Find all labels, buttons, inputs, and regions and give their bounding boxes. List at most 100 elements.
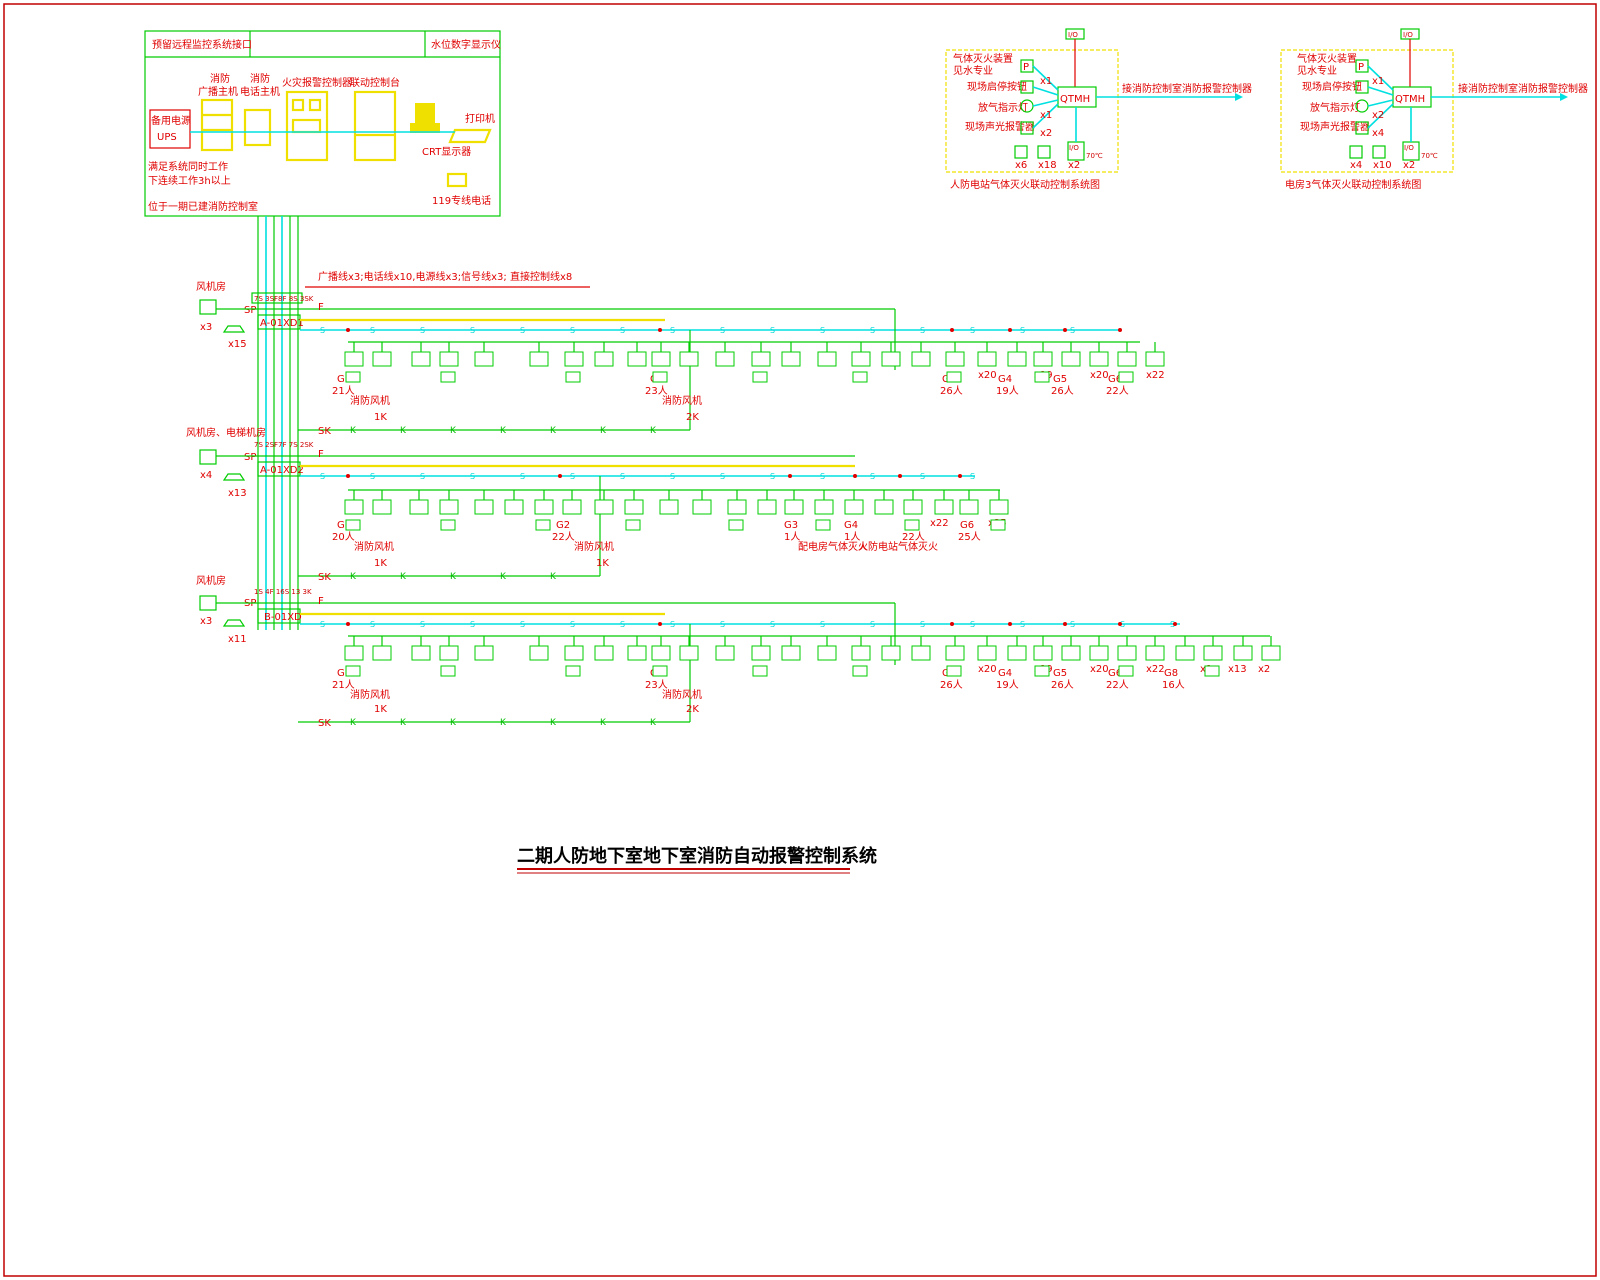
device-module bbox=[594, 645, 614, 661]
row2-sk-label: SK bbox=[318, 572, 331, 583]
device-module bbox=[1145, 351, 1165, 367]
sub-device bbox=[440, 665, 456, 677]
junction-dot bbox=[1008, 622, 1012, 626]
device-module bbox=[624, 499, 644, 515]
panel-a01xd1 bbox=[257, 314, 301, 330]
device-module bbox=[372, 351, 392, 367]
row2-g3-area: 1人 bbox=[784, 531, 800, 543]
device-module bbox=[1033, 645, 1053, 661]
row2-g6: G6 bbox=[960, 520, 974, 531]
water-level-label: 水位数字显示仪 bbox=[431, 38, 501, 51]
row1-g5-area: 26人 bbox=[1051, 385, 1074, 397]
gas-system-1: I/O QTMH 接消防控制室消防报警控制器 气体灭火装置 见水专业 现场启停按… bbox=[945, 28, 1252, 191]
row1-f-label: F bbox=[318, 302, 324, 313]
row3-1k: 1K bbox=[374, 704, 387, 715]
device-module bbox=[715, 645, 735, 661]
row2-bus-tag: 7S 2SF7F 7S 2SK bbox=[254, 441, 314, 449]
gas2-io-top: I/O bbox=[1403, 31, 1413, 39]
row2-label-2: 人防电站气体灭火 bbox=[858, 540, 938, 553]
ups-label-2: UPS bbox=[157, 132, 177, 143]
s-marker: S bbox=[670, 326, 675, 335]
junction-dot bbox=[346, 474, 350, 478]
gas2-item4: 现场声光报警器 bbox=[1300, 120, 1370, 133]
sub-device bbox=[752, 371, 768, 383]
s-marker: S bbox=[620, 326, 625, 335]
gas1-item1: 气体灭火装置 bbox=[953, 52, 1013, 65]
gas-system-2: I/O QTMH 接消防控制室消防报警控制器 气体灭火装置 见水专业 现场启停按… bbox=[1280, 28, 1588, 191]
gas2-p: P bbox=[1358, 62, 1364, 73]
k-marker: K bbox=[450, 718, 457, 728]
k-marker: K bbox=[500, 426, 507, 436]
broadcast-label-1: 消防 bbox=[210, 72, 230, 85]
gas1-count-1: x1 bbox=[1040, 76, 1052, 87]
row3-fan-1: 消防风机 bbox=[350, 688, 390, 701]
row3-speaker-icon bbox=[222, 619, 246, 627]
fire-alarm-controller-label: 火灾报警控制器 bbox=[282, 76, 352, 89]
gas1-item4: 现场声光报警器 bbox=[965, 120, 1035, 133]
sub-device bbox=[852, 371, 868, 383]
panel-a01xd2 bbox=[257, 461, 301, 477]
row3-tail-1: x20 bbox=[978, 664, 997, 675]
device-module bbox=[439, 351, 459, 367]
k-marker: K bbox=[400, 572, 407, 582]
k-marker: K bbox=[450, 572, 457, 582]
gas2-arrow bbox=[1560, 93, 1568, 101]
k-marker: K bbox=[550, 426, 557, 436]
gas1-item3: 放气指示灯 bbox=[978, 101, 1028, 114]
sub-device bbox=[345, 371, 361, 383]
sub-device bbox=[852, 665, 868, 677]
sub-device bbox=[565, 665, 581, 677]
row3-tail-7: x2 bbox=[1258, 664, 1270, 675]
gas2-item1: 气体灭火装置 bbox=[1297, 52, 1357, 65]
sub-device bbox=[345, 665, 361, 677]
row3-phone-count: x3 bbox=[200, 616, 212, 627]
crt-label: CRT显示器 bbox=[422, 146, 471, 158]
note-line-1: 满足系统同时工作 bbox=[148, 160, 228, 173]
k-marker: K bbox=[500, 572, 507, 582]
sub-device bbox=[625, 519, 641, 531]
junction-dot bbox=[558, 474, 562, 478]
device-module bbox=[989, 499, 1009, 515]
device-module bbox=[474, 499, 494, 515]
k-marker: K bbox=[400, 718, 407, 728]
sub-device bbox=[652, 665, 668, 677]
device-module bbox=[881, 645, 901, 661]
junction-dot bbox=[958, 474, 962, 478]
row3-speaker-count: x11 bbox=[228, 634, 247, 645]
junction-dot bbox=[1008, 328, 1012, 332]
device-module bbox=[564, 645, 584, 661]
row3-phone-icon bbox=[199, 595, 217, 611]
row1-g5: G5 bbox=[1053, 374, 1067, 385]
s-marker: S bbox=[370, 326, 375, 335]
row3-g6: G6 bbox=[1108, 668, 1122, 679]
device-module bbox=[959, 499, 979, 515]
device-module bbox=[1089, 351, 1109, 367]
sub-device bbox=[1034, 665, 1050, 677]
row2-g1-area: 20人 bbox=[332, 531, 355, 543]
k-marker: K bbox=[350, 718, 357, 728]
row3-g1: G1 bbox=[337, 668, 351, 679]
device-module bbox=[817, 645, 837, 661]
row2-speaker-icon bbox=[222, 473, 246, 481]
row2-g2: G2 bbox=[556, 520, 570, 531]
device-module bbox=[881, 351, 901, 367]
location-label: 位于一期已建消防控制室 bbox=[148, 200, 258, 213]
device-module bbox=[474, 645, 494, 661]
s-marker: S bbox=[770, 326, 775, 335]
junction-dot bbox=[950, 328, 954, 332]
gas2-temp: 70℃ bbox=[1421, 152, 1438, 160]
device-module bbox=[757, 499, 777, 515]
row2-1k-b: 1K bbox=[596, 558, 609, 569]
device-module bbox=[659, 499, 679, 515]
device-module bbox=[911, 351, 931, 367]
broadcast-host-icon bbox=[200, 98, 234, 152]
junction-dot bbox=[898, 474, 902, 478]
device-module bbox=[1117, 645, 1137, 661]
sub-device bbox=[904, 519, 920, 531]
sub-device bbox=[440, 371, 456, 383]
s-marker: S bbox=[720, 326, 725, 335]
device-module bbox=[1117, 351, 1137, 367]
row1-bus-tag: 7S 3SF8F 8S 3SK bbox=[254, 295, 314, 303]
